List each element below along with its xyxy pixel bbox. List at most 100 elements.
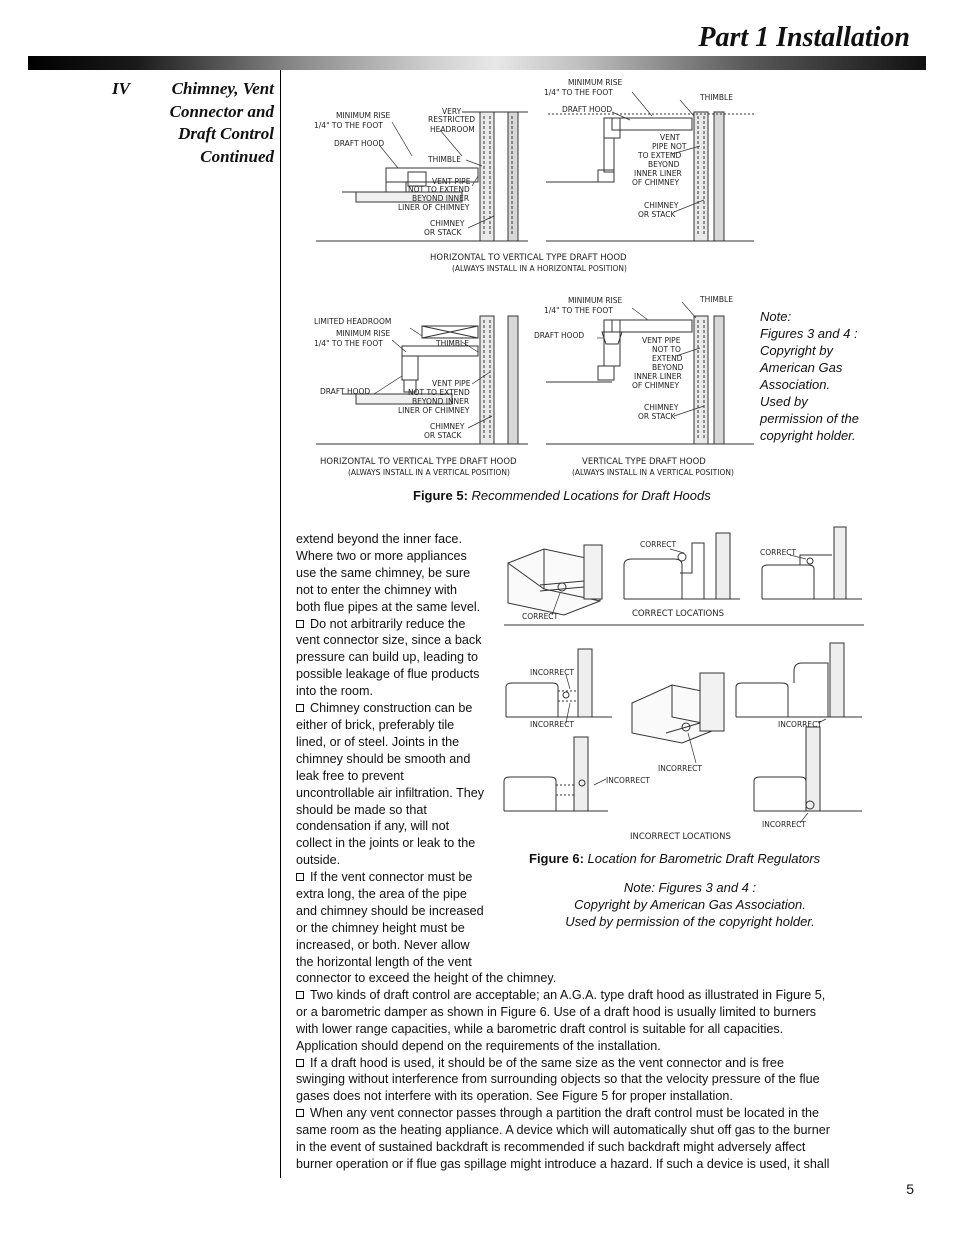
caption-horizontal-to-vertical: HORIZONTAL TO VERTICAL TYPE DRAFT HOOD (430, 253, 627, 263)
label-chimney: CHIMNEY (430, 219, 465, 228)
note-line: Figures 3 and 4 : (760, 326, 858, 341)
label-min-rise: MINIMUM RISE (336, 111, 391, 120)
body-line: not to enter the chimney with (296, 582, 458, 597)
label-chimney: OR STACK (424, 431, 462, 440)
section-number: IV (112, 79, 130, 98)
checkbox-bullet-icon (296, 873, 304, 882)
note-line: Used by permission of the copyright hold… (565, 914, 815, 929)
caption-install-vertical: (ALWAYS INSTALL IN A VERTICAL POSITION) (572, 468, 734, 477)
body-line: increased, or both. Never allow (296, 937, 470, 952)
label-min-rise: MINIMUM RISE (568, 78, 623, 87)
label-incorrect: INCORRECT (762, 820, 806, 829)
body-line: same room as the heating appliance. A de… (296, 1123, 830, 1138)
label-draft-hood: DRAFT HOOD (334, 139, 384, 148)
label-incorrect: INCORRECT (778, 720, 822, 729)
label-chimney: OR STACK (638, 210, 676, 219)
label-vent-pipe: VENT PIPE (432, 177, 471, 186)
body-line: in the event of sustained backdraft is r… (296, 1140, 806, 1155)
label-min-rise: MINIMUM RISE (336, 329, 391, 338)
note-line: Note: Figures 3 and 4 : (623, 880, 757, 895)
body-line: both flue pipes at the same level. (296, 599, 481, 614)
checkbox-bullet-icon (296, 1109, 304, 1118)
label-min-rise-spec: 1/4" TO THE FOOT (544, 88, 613, 97)
label-chimney: OR STACK (638, 412, 676, 421)
body-line: leak free to prevent (296, 768, 404, 783)
body-line-text: Chimney construction can be (310, 701, 473, 716)
label-vent: EXTEND (652, 354, 683, 363)
body-line: uncontrollable air infiltration. They (296, 785, 485, 800)
label-thimble: THIMBLE (699, 93, 733, 102)
note-line: American Gas (760, 360, 843, 375)
label-thimble: THIMBLE (427, 155, 461, 164)
body-line: vent connector size, since a back (296, 633, 482, 648)
body-line: or a barometric damper as shown in Figur… (296, 1004, 817, 1019)
label-vent: INNER LINER (634, 169, 682, 178)
label-vent: NOT TO (652, 345, 681, 354)
body-line-text: Do not arbitrarily reduce the (310, 616, 466, 631)
label-vent-pipe: LINER OF CHIMNEY (398, 203, 470, 212)
label-vent-pipe: VENT PIPE (432, 379, 471, 388)
body-line: swinging without interference from surro… (296, 1072, 820, 1087)
label-limited-headroom: LIMITED HEADROOM (314, 317, 391, 326)
checkbox-bullet-icon (296, 1058, 304, 1067)
note-line: Association. (760, 377, 831, 392)
body-line: pressure can build up, leading to (296, 650, 479, 665)
body-line: extra long, the area of the pipe (296, 887, 467, 902)
caption-label: Figure 6: (529, 851, 584, 866)
label-correct: CORRECT (640, 540, 677, 549)
body-line: Where two or more appliances (296, 548, 467, 563)
figure-6-diagram: CORRECT CORRECT CORRECT CORRECT LOCATION… (500, 523, 866, 845)
body-line: Two kinds of draft control are acceptabl… (296, 987, 896, 1004)
checkbox-bullet-icon (296, 990, 304, 999)
label-incorrect: INCORRECT (606, 776, 650, 785)
label-vent: BEYOND (652, 363, 684, 372)
label-draft-hood: DRAFT HOOD (320, 387, 370, 396)
label-vent-pipe: BEYOND INNER (412, 397, 469, 406)
body-line: burner operation or if flue gas spillage… (296, 1156, 830, 1171)
body-line: outside. (296, 853, 341, 868)
label-draft-hood: DRAFT HOOD (534, 331, 584, 340)
label-incorrect: INCORRECT (658, 764, 702, 773)
body-line: with lower range capacities, while a bar… (296, 1021, 784, 1036)
body-line: If the vent connector must be (296, 869, 506, 886)
body-line: collect in the joints or leak to the (296, 836, 476, 851)
body-line-text: If a draft hood is used, it should be of… (310, 1055, 784, 1070)
label-vent-pipe: LINER OF CHIMNEY (398, 406, 470, 415)
body-text-narrow: extend beyond the inner face. Where two … (296, 531, 506, 971)
body-line: use the same chimney, be sure (296, 565, 471, 580)
body-line: either of brick, preferably tile (296, 717, 455, 732)
body-line: possible leakage of flue products (296, 667, 480, 682)
label-vent: INNER LINER (634, 372, 682, 381)
body-line: condensation if any, will not (296, 819, 450, 834)
label-incorrect: INCORRECT (530, 720, 574, 729)
figure-5-caption: Figure 5: Recommended Locations for Draf… (413, 488, 711, 503)
label-vent: VENT PIPE (642, 336, 681, 345)
caption-text: Location for Barometric Draft Regulators (587, 851, 821, 866)
label-vent: OF CHIMNEY (632, 381, 680, 390)
note-line: Copyright by American Gas Association. (574, 897, 806, 912)
section-title: Chimney, Vent Connector and Draft Contro… (169, 79, 274, 166)
label-vent-pipe: BEYOND INNER (412, 194, 469, 203)
caption-vertical-type: VERTICAL TYPE DRAFT HOOD (582, 457, 706, 467)
caption-text: Recommended Locations for Draft Hoods (471, 488, 711, 503)
body-line: Application should depend on the require… (296, 1038, 661, 1053)
label-incorrect: INCORRECT (530, 668, 574, 677)
caption-install-vertical: (ALWAYS INSTALL IN A VERTICAL POSITION) (348, 468, 510, 477)
label-vent-pipe: NOT TO EXTEND (408, 185, 470, 194)
figure-5-copyright-note: Note: Figures 3 and 4 : Copyright by Ame… (760, 308, 880, 444)
label-correct: CORRECT (760, 548, 797, 557)
label-min-rise-spec: 1/4" TO THE FOOT (314, 121, 383, 130)
page-header-title: Part 1 Installation (698, 22, 910, 53)
label-restricted: RESTRICTED (428, 115, 475, 124)
label-correct-locations: CORRECT LOCATIONS (632, 609, 724, 619)
label-min-rise-spec: 1/4" TO THE FOOT (314, 339, 383, 348)
label-incorrect-locations: INCORRECT LOCATIONS (630, 832, 731, 842)
note-line: Note: (760, 309, 792, 324)
label-thimble: THIMBLE (435, 339, 469, 348)
header-gradient-bar (28, 56, 926, 70)
body-line: gases does not interfere with its operat… (296, 1089, 733, 1104)
body-line: or the chimney height must be (296, 920, 465, 935)
body-line: connector to exceed the height of the ch… (296, 971, 557, 985)
section-heading: IV Chimney, Vent Connector and Draft Con… (112, 78, 274, 168)
label-headroom: HEADROOM (430, 125, 475, 134)
